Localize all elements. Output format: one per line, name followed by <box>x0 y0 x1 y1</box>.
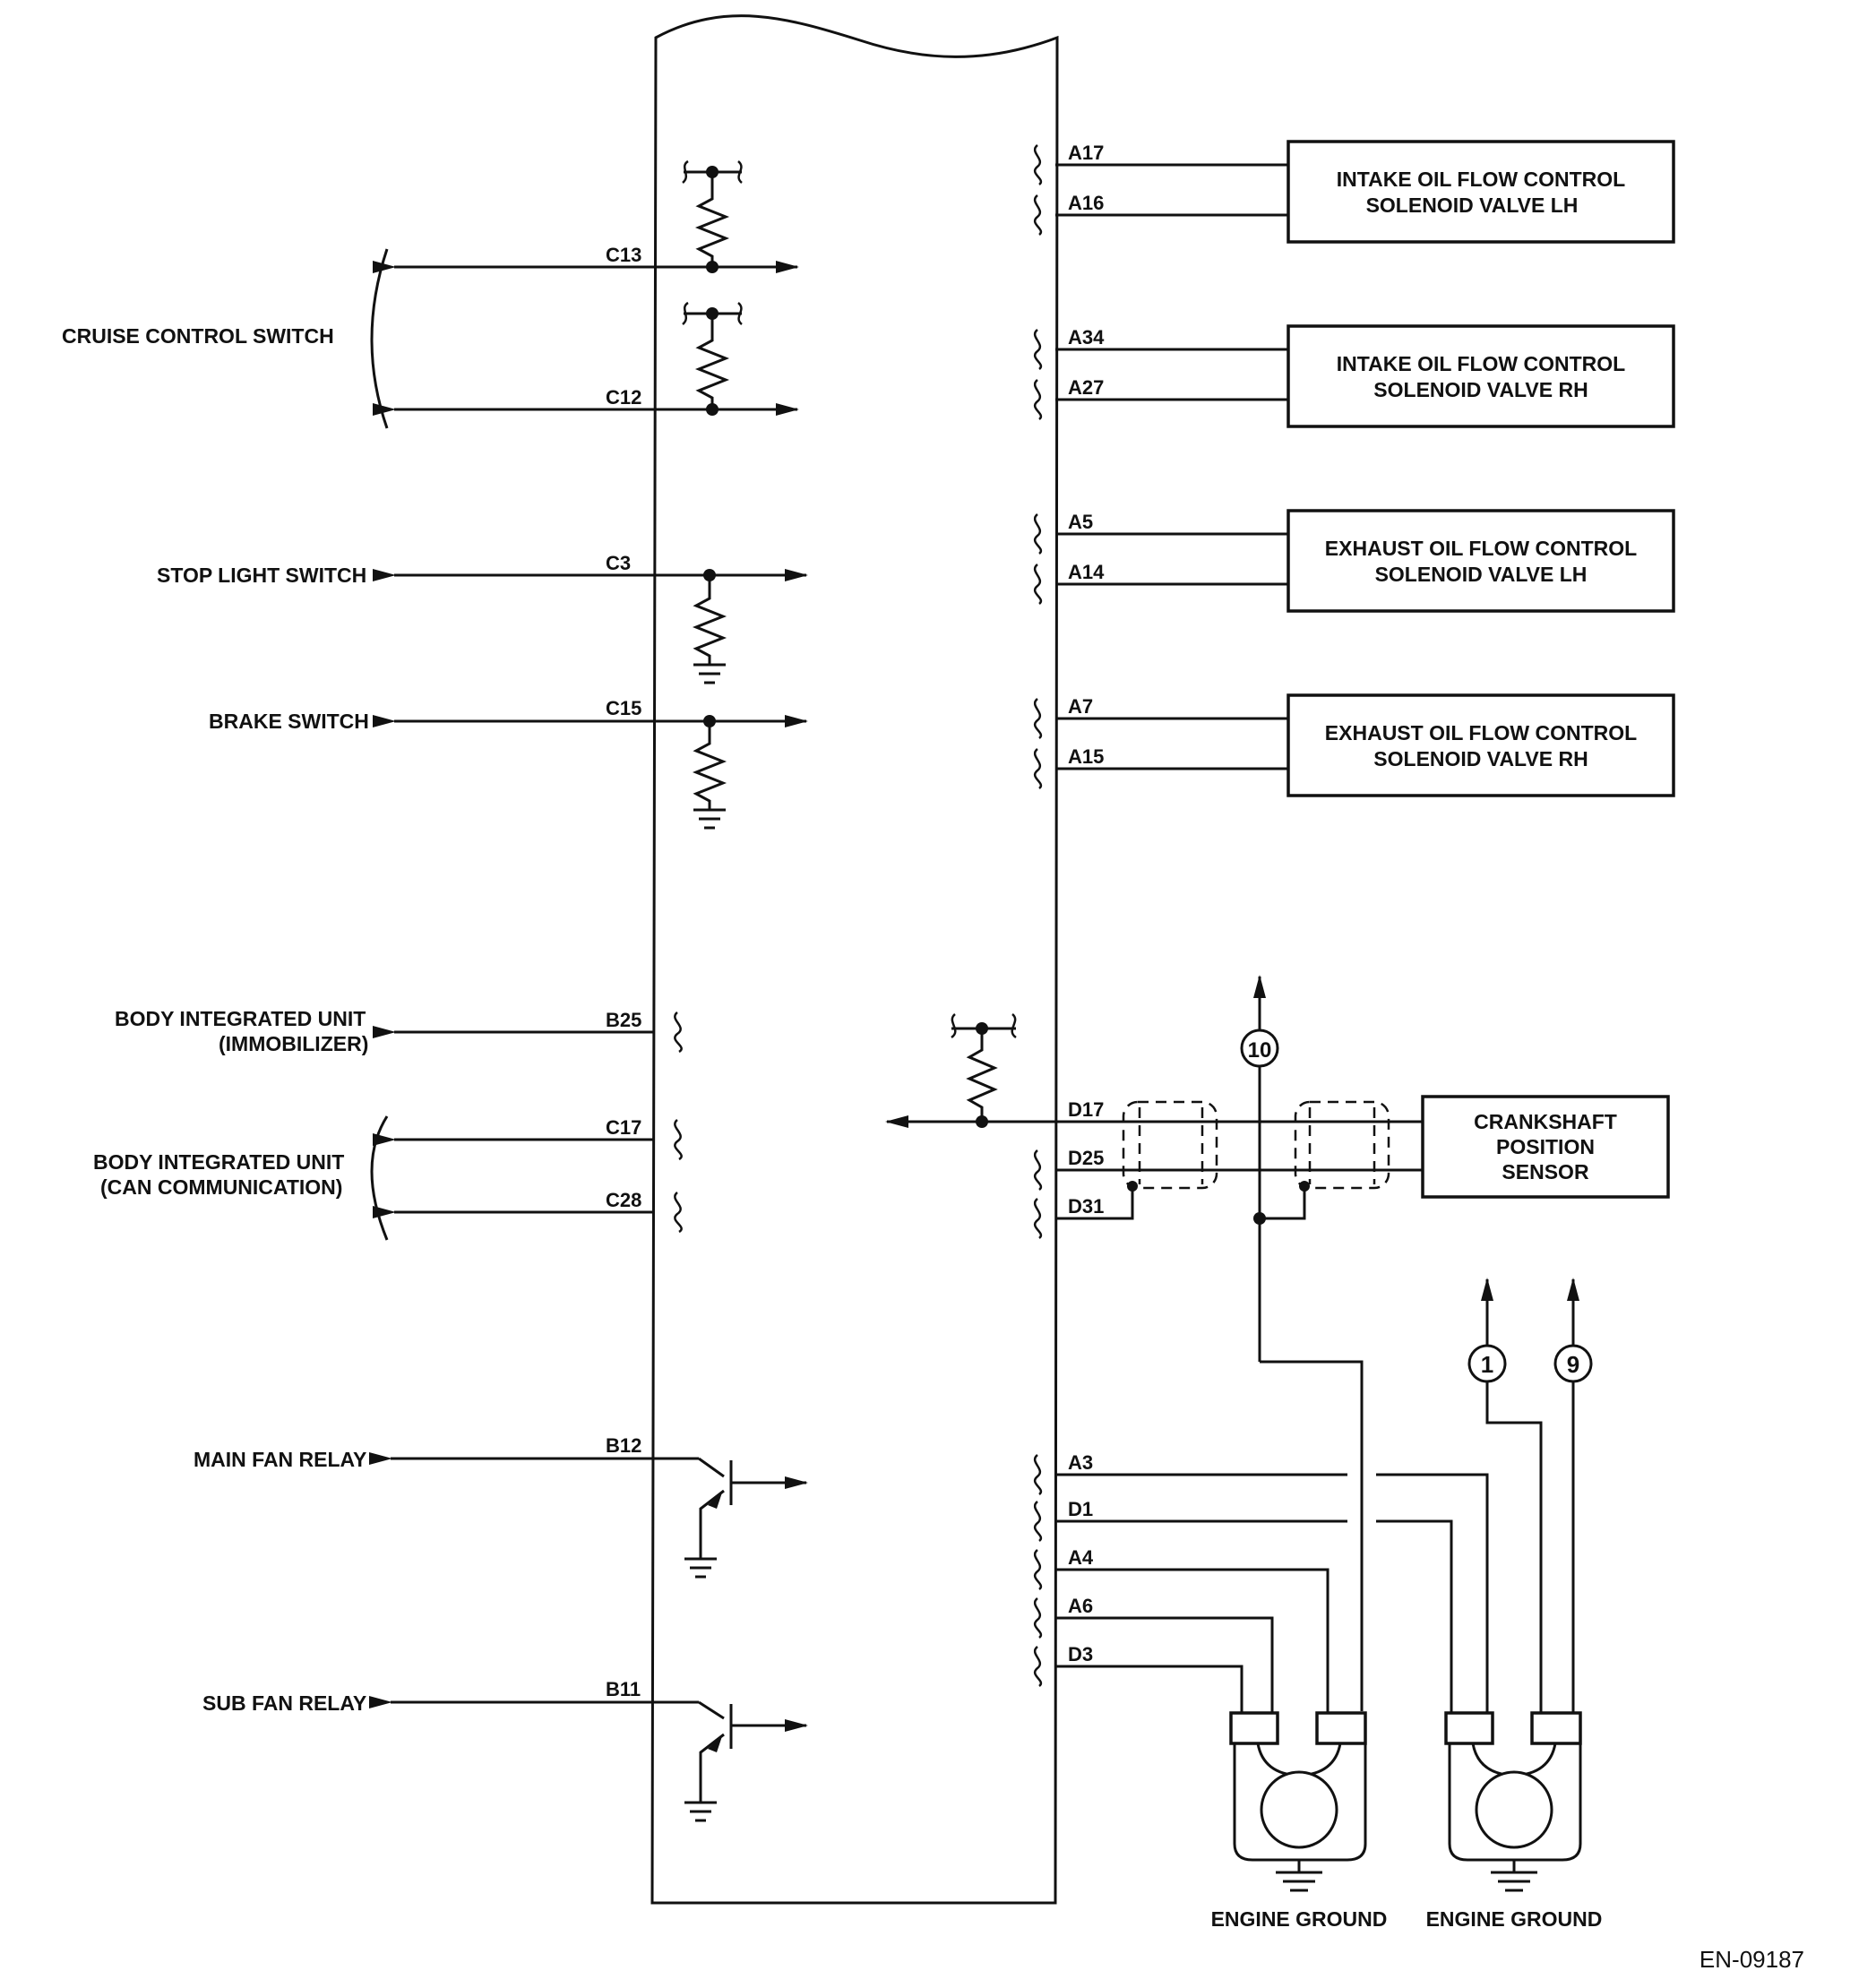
connector-10-line <box>1253 975 1364 1711</box>
d17-pullup <box>951 1013 1017 1128</box>
right-wiggles <box>1033 144 1043 789</box>
intake-lh-circuit: A17 A16 <box>1055 142 1288 217</box>
label-brake-switch: BRAKE SWITCH <box>209 710 369 733</box>
label-body-unit-immobilizer-1: BODY INTEGRATED UNIT <box>115 1007 366 1030</box>
c3-circuit: C3 <box>373 552 808 684</box>
svg-text:INTAKE OIL FLOW CONTROL: INTAKE OIL FLOW CONTROL <box>1337 168 1625 191</box>
svg-text:SOLENOID VALVE RH: SOLENOID VALVE RH <box>1373 378 1588 401</box>
pin-c3: C3 <box>606 552 631 574</box>
ground-wires: A3 D1 A4 A6 D3 <box>1033 1451 1489 1720</box>
intake-oil-flow-control-solenoid-valve-lh: INTAKE OIL FLOW CONTROL SOLENOID VALVE L… <box>1287 140 1675 244</box>
label-body-unit-can-2: (CAN COMMUNICATION) <box>100 1175 342 1199</box>
svg-text:POSITION: POSITION <box>1496 1135 1595 1158</box>
pin-d17: D17 <box>1068 1098 1104 1121</box>
svg-text:EXHAUST OIL FLOW CONTROL: EXHAUST OIL FLOW CONTROL <box>1325 537 1637 560</box>
pin-a15: A15 <box>1068 745 1104 768</box>
b12-circuit: B12 <box>369 1434 808 1579</box>
pin-c15: C15 <box>606 697 641 719</box>
pin-b11: B11 <box>606 1678 641 1700</box>
pin-a5: A5 <box>1068 511 1093 533</box>
exhaust-lh-circuit: A5 A14 <box>1055 511 1288 586</box>
pin-d31: D31 <box>1068 1195 1104 1218</box>
connector-1-wire <box>1485 1381 1543 1720</box>
pin-b25: B25 <box>606 1009 641 1031</box>
pin-a7: A7 <box>1068 695 1093 718</box>
svg-text:SENSOR: SENSOR <box>1502 1160 1589 1183</box>
engine-ground-label-2: ENGINE GROUND <box>1426 1907 1603 1931</box>
pin-a34: A34 <box>1068 326 1105 349</box>
connector-10: 10 <box>1240 1028 1279 1068</box>
label-body-unit-immobilizer-2: (IMMOBILIZER) <box>219 1032 368 1055</box>
pin-b12: B12 <box>606 1434 641 1457</box>
pin-c12: C12 <box>606 386 641 409</box>
pin-a6: A6 <box>1068 1595 1093 1617</box>
svg-text:EXHAUST OIL FLOW CONTROL: EXHAUST OIL FLOW CONTROL <box>1325 721 1637 744</box>
svg-text:SOLENOID VALVE LH: SOLENOID VALVE LH <box>1375 563 1588 586</box>
engine-ground-label-1: ENGINE GROUND <box>1211 1907 1388 1931</box>
b25-circuit: B25 <box>373 1009 683 1054</box>
c13-circuit: C13 <box>373 159 799 273</box>
intake-rh-circuit: A34 A27 <box>1055 326 1288 401</box>
c12-circuit: C12 <box>373 301 799 416</box>
svg-text:CRANKSHAFT: CRANKSHAFT <box>1474 1110 1617 1133</box>
svg-text:SOLENOID VALVE LH: SOLENOID VALVE LH <box>1366 194 1579 217</box>
connector-9: 9 <box>1553 1278 1593 1720</box>
figure-code: EN-09187 <box>1700 1946 1804 1973</box>
intake-oil-flow-control-solenoid-valve-rh: INTAKE OIL FLOW CONTROL SOLENOID VALVE R… <box>1287 324 1675 428</box>
svg-text:SOLENOID VALVE RH: SOLENOID VALVE RH <box>1373 747 1588 770</box>
pin-c13: C13 <box>606 244 641 266</box>
label-body-unit-can-1: BODY INTEGRATED UNIT <box>93 1150 344 1174</box>
pin-a3: A3 <box>1068 1451 1093 1474</box>
svg-text:9: 9 <box>1567 1351 1579 1378</box>
pin-d25: D25 <box>1068 1147 1104 1169</box>
exhaust-rh-circuit: A7 A15 <box>1055 695 1288 770</box>
shield-outlines <box>1122 1100 1390 1190</box>
label-cruise-control-switch: CRUISE CONTROL SWITCH <box>62 324 334 348</box>
c28-circuit: C28 <box>373 1189 683 1234</box>
exhaust-oil-flow-control-solenoid-valve-rh: EXHAUST OIL FLOW CONTROL SOLENOID VALVE … <box>1287 693 1675 797</box>
exhaust-oil-flow-control-solenoid-valve-lh: EXHAUST OIL FLOW CONTROL SOLENOID VALVE … <box>1287 509 1675 613</box>
pin-a17: A17 <box>1068 142 1104 164</box>
pin-a4: A4 <box>1068 1546 1094 1569</box>
pin-d3: D3 <box>1068 1643 1093 1665</box>
c15-circuit: C15 <box>373 697 808 830</box>
crank-wires: D17 D25 D31 <box>885 1098 1423 1239</box>
engine-ground-terminal-2: ENGINE GROUND <box>1426 1711 1603 1931</box>
can-bracket <box>370 1115 389 1241</box>
pin-a27: A27 <box>1068 376 1104 399</box>
pin-c17: C17 <box>606 1116 641 1139</box>
crankshaft-position-sensor: CRANKSHAFT POSITION SENSOR <box>1421 1095 1670 1199</box>
cruise-bracket <box>370 248 389 429</box>
pin-d1: D1 <box>1068 1498 1093 1520</box>
svg-text:1: 1 <box>1481 1351 1493 1378</box>
svg-text:INTAKE OIL FLOW CONTROL: INTAKE OIL FLOW CONTROL <box>1337 352 1625 375</box>
label-stop-light-switch: STOP LIGHT SWITCH <box>157 564 366 587</box>
engine-ground-terminal-1: ENGINE GROUND <box>1211 1711 1388 1931</box>
c17-circuit: C17 <box>373 1116 683 1161</box>
label-main-fan-relay: MAIN FAN RELAY <box>194 1448 366 1471</box>
b11-circuit: B11 <box>369 1678 808 1822</box>
ecm-body <box>650 14 1059 1905</box>
pin-a14: A14 <box>1068 561 1105 583</box>
pin-c28: C28 <box>606 1189 641 1211</box>
svg-text:10: 10 <box>1248 1038 1272 1063</box>
label-sub-fan-relay: SUB FAN RELAY <box>202 1691 366 1715</box>
pin-a16: A16 <box>1068 192 1104 214</box>
